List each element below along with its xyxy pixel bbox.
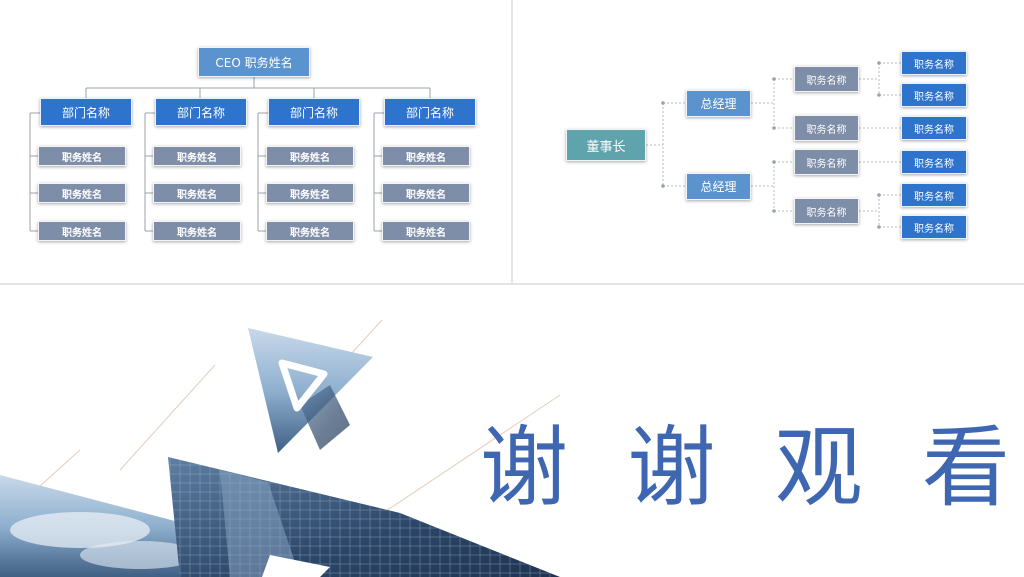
position-box: 职务姓名 [153,146,241,166]
closing-slide-panel: 谢 谢 观 看 [0,285,1024,577]
position-label: 职务姓名 [406,152,446,164]
org-chart-chairman-panel: 董事长 总经理 总经理 职务名称 职务名称 职务名称 职务名称 职务名称 职务名… [513,0,1024,283]
role-box: 职务名称 [794,198,859,224]
role-box: 职务名称 [794,149,859,175]
position-label: 职务姓名 [177,189,217,201]
ceo-label: CEO 职务姓名 [215,55,293,70]
org-chart-ceo-panel: CEO 职务姓名 部门名称 部门名称 部门名称 部门名称 职务姓名 职务姓名 职… [0,0,511,283]
position-label: 职务姓名 [290,189,330,201]
leaf-role-label: 职务名称 [914,191,954,203]
leaf-role-label: 职务名称 [914,59,954,71]
position-label: 职务姓名 [290,227,330,239]
chairman-box: 董事长 [566,129,646,161]
thanks-char: 看 [921,416,1010,519]
leaf-role-box: 职务名称 [901,116,967,140]
role-label: 职务名称 [806,207,847,219]
leaf-role-label: 职务名称 [914,158,954,170]
ceo-box: CEO 职务姓名 [198,47,310,77]
position-label: 职务姓名 [406,189,446,201]
general-manager-label: 总经理 [700,97,737,111]
department-label: 部门名称 [176,105,225,120]
position-box: 职务姓名 [153,183,241,203]
role-box: 职务名称 [794,66,859,92]
position-label: 职务姓名 [62,227,102,239]
department-box: 部门名称 [155,98,247,126]
position-box: 职务姓名 [266,183,354,203]
thank-you-title: 谢 谢 观 看 [480,413,1010,523]
leaf-role-box: 职务名称 [901,215,967,239]
position-box: 职务姓名 [382,146,470,166]
position-label: 职务姓名 [62,189,102,201]
position-box: 职务姓名 [266,221,354,241]
general-manager-box: 总经理 [686,173,751,200]
leaf-role-box: 职务名称 [901,183,967,207]
position-label: 职务姓名 [406,227,446,239]
role-box: 职务名称 [794,115,859,141]
position-box: 职务姓名 [38,183,126,203]
position-box: 职务姓名 [382,183,470,203]
leaf-role-label: 职务名称 [914,91,954,103]
position-box: 职务姓名 [38,221,126,241]
position-label: 职务姓名 [177,227,217,239]
department-box: 部门名称 [384,98,476,126]
leaf-role-label: 职务名称 [914,124,954,136]
org-connector-lines [646,61,901,229]
general-manager-label: 总经理 [700,180,737,194]
role-label: 职务名称 [806,158,847,170]
leaf-role-box: 职务名称 [901,83,967,107]
department-label: 部门名称 [61,105,110,120]
thanks-char: 观 [774,416,863,519]
position-box: 职务姓名 [38,146,126,166]
position-label: 职务姓名 [177,152,217,164]
department-box: 部门名称 [40,98,132,126]
role-label: 职务名称 [806,124,847,136]
department-box: 部门名称 [268,98,360,126]
building-collage-graphic [0,319,561,577]
chairman-label: 董事长 [586,139,626,155]
role-label: 职务名称 [806,75,847,87]
position-label: 职务姓名 [62,152,102,164]
thanks-char: 谢 [627,416,716,519]
position-box: 职务姓名 [382,221,470,241]
position-label: 职务姓名 [290,152,330,164]
leaf-role-box: 职务名称 [901,51,967,75]
org-connector-lines [29,77,431,232]
general-manager-box: 总经理 [686,90,751,117]
position-box: 职务姓名 [266,146,354,166]
leaf-role-box: 职务名称 [901,150,967,174]
position-box: 职务姓名 [153,221,241,241]
leaf-role-label: 职务名称 [914,223,954,235]
department-label: 部门名称 [405,105,454,120]
department-label: 部门名称 [289,105,338,120]
thanks-char: 谢 [480,416,569,519]
